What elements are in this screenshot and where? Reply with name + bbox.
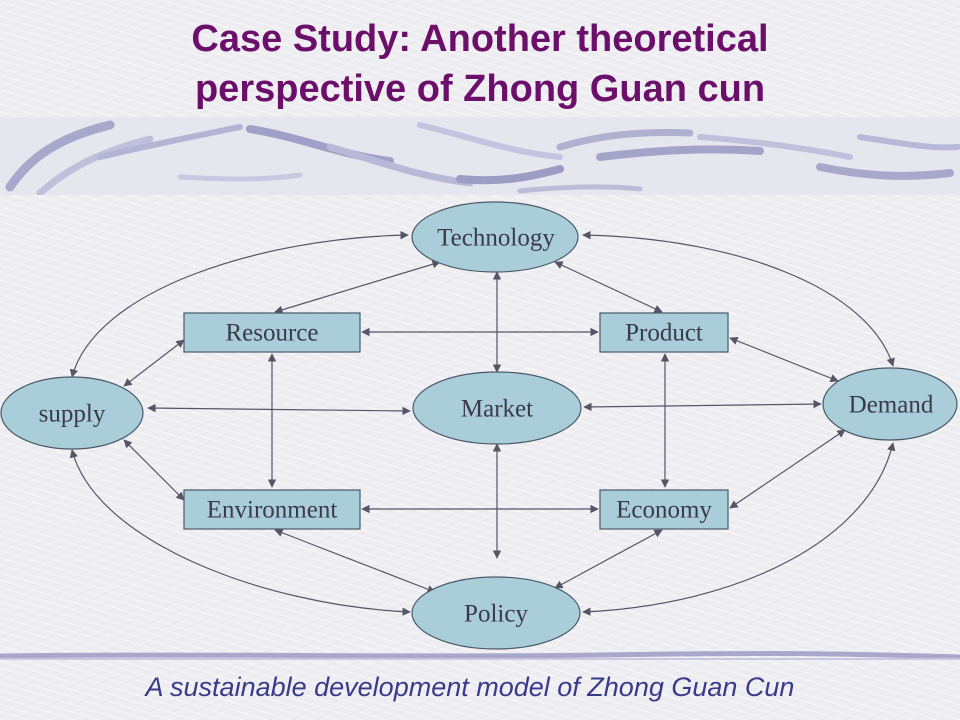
edge-product-demand <box>729 336 839 383</box>
edge-supply-technology <box>69 230 409 378</box>
decorative-brush-band <box>0 117 960 195</box>
edge-economy-policy <box>554 529 663 589</box>
edge-environment-policy <box>274 528 436 594</box>
slide-title-line1: Case Study: Another theoretical <box>191 18 769 60</box>
node-demand <box>822 367 958 441</box>
slide-title-line2: perspective of Zhong Guan cun <box>194 68 766 110</box>
node-technology-label: Technology <box>437 225 555 252</box>
node-environment-label: Environment <box>207 497 338 524</box>
edge-supply-policy <box>69 449 411 616</box>
node-economy-label: Economy <box>616 497 712 524</box>
node-product <box>599 312 729 353</box>
edge-supply-market <box>147 403 411 416</box>
edge-supply-environment <box>123 439 185 501</box>
slide-caption: A sustainable development model of Zhong… <box>145 672 795 702</box>
edge-technology-product <box>554 261 663 313</box>
node-market-label: Market <box>461 396 533 423</box>
sustainable-development-diagram: Technology Resource Product supply Marke… <box>0 201 958 650</box>
node-policy-label: Policy <box>464 601 528 628</box>
node-market <box>412 371 582 445</box>
node-resource <box>183 312 361 353</box>
node-environment <box>183 489 361 530</box>
edge-technology-resource <box>274 260 441 314</box>
node-resource-label: Resource <box>225 320 318 347</box>
node-demand-label: Demand <box>849 392 934 419</box>
slide-title: Case Study: Another theoretical perspect… <box>0 14 960 114</box>
node-supply <box>0 376 144 450</box>
node-supply-label: supply <box>39 401 106 428</box>
node-technology <box>411 201 579 273</box>
edge-resource-supply <box>123 339 185 387</box>
edge-economy-demand <box>729 429 846 509</box>
decorative-brush-rule <box>0 651 960 661</box>
node-product-label: Product <box>625 320 703 347</box>
node-policy <box>411 576 581 650</box>
edge-market-demand <box>583 399 822 412</box>
edge-technology-demand <box>582 230 895 367</box>
node-economy <box>599 489 729 530</box>
edge-demand-policy <box>582 442 896 616</box>
